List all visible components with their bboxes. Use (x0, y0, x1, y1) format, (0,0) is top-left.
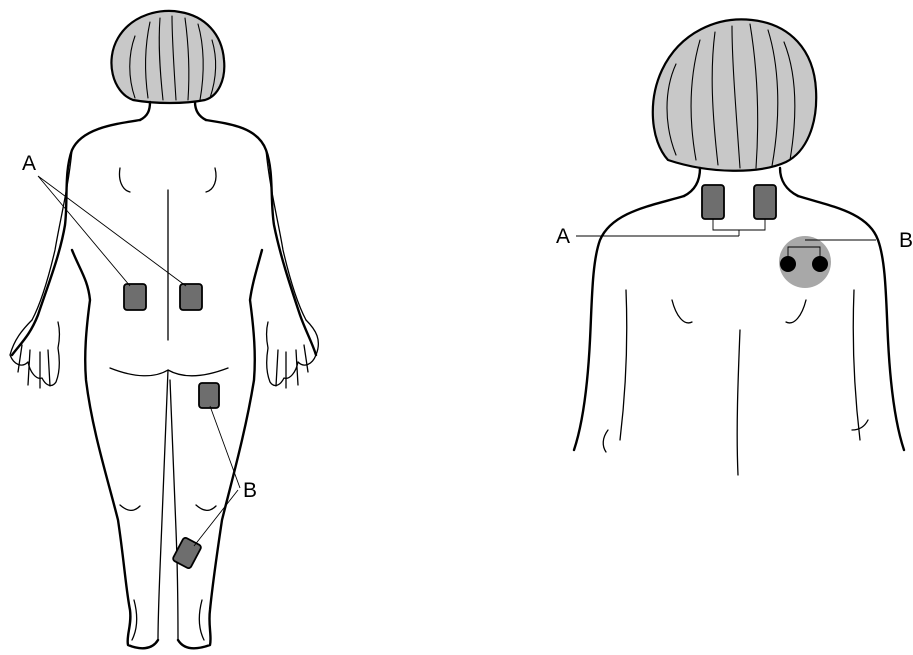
upper-back-figure: A B (556, 19, 913, 475)
neck-pad-wires (713, 219, 765, 236)
label-b: B (243, 479, 257, 502)
neck-electrode-pad-right (754, 185, 776, 219)
label-a-right: A (556, 225, 570, 248)
leader-line-a (38, 176, 186, 286)
label-b-right: B (899, 229, 913, 252)
left-hand (10, 320, 60, 388)
full-body-back-figure: A B (10, 11, 318, 648)
left-figure-body-outline-left (12, 120, 158, 648)
connector-dot-right (812, 256, 828, 272)
right-hand (267, 320, 319, 388)
stimulator-device (779, 236, 831, 288)
electrode-pad-a1 (124, 284, 146, 310)
label-a: A (22, 152, 36, 175)
left-figure-hair (111, 11, 224, 103)
electrode-pad-b1 (199, 383, 219, 408)
neck-electrode-pad-left (702, 185, 724, 219)
connector-dot-left (780, 256, 796, 272)
electrode-pad-a2 (180, 284, 202, 310)
